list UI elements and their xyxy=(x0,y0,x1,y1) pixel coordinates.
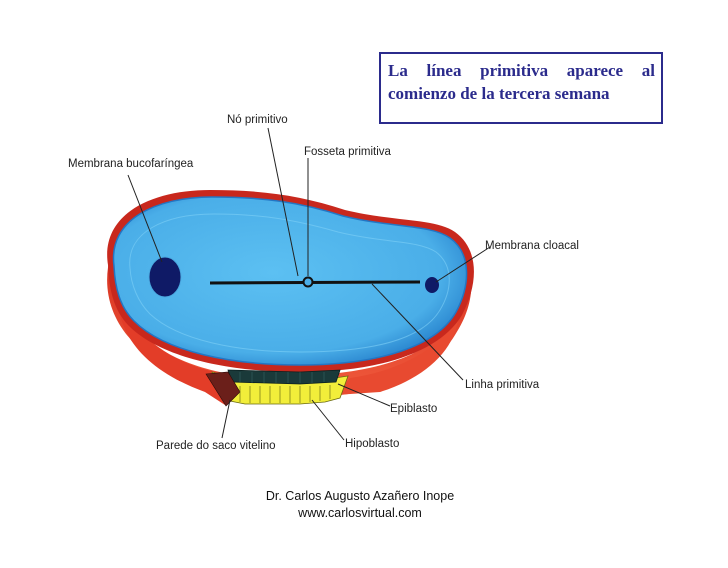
cell-texture xyxy=(239,385,331,403)
label-hipoblasto: Hipoblasto xyxy=(345,438,400,450)
amnion-wall-right xyxy=(335,318,458,395)
leader-no-primitivo xyxy=(267,127,299,277)
leader-lines xyxy=(127,127,491,441)
leader-linha-primitiva xyxy=(371,283,464,381)
label-linha-primitiva: Linha primitiva xyxy=(465,379,540,391)
epiblast-inner-ring xyxy=(129,213,450,353)
leader-membrana-bucofaringea xyxy=(127,174,163,263)
credit-website: www.carlosvirtual.com xyxy=(298,506,422,520)
label-no-primitivo: Nó primitivo xyxy=(227,114,288,126)
title-text: La línea primitiva aparece al comienzo d… xyxy=(388,61,655,103)
label-membrana-cloacal: Membrana cloacal xyxy=(485,240,579,252)
credit-block: Dr. Carlos Augusto Azañero Inope www.car… xyxy=(230,488,490,522)
leader-hipoblasto xyxy=(311,399,345,441)
amnion-wall-lower xyxy=(118,300,225,405)
label-parede-saco-vitelino: Parede do saco vitelino xyxy=(156,440,276,452)
membrana-bucofaringea-shape xyxy=(148,256,182,298)
epiblast-section xyxy=(227,369,341,385)
no-primitivo-shape xyxy=(302,276,314,288)
leader-membrana-cloacal xyxy=(435,246,491,283)
label-fosseta-primitiva: Fosseta primitiva xyxy=(304,146,391,158)
label-membrana-bucofaringea: Membrana bucofaríngea xyxy=(68,158,194,170)
epiblast-cells xyxy=(239,372,325,383)
leader-parede-saco-vitelino xyxy=(221,399,231,439)
credit-author: Dr. Carlos Augusto Azañero Inope xyxy=(265,489,455,503)
linha-primitiva-shape xyxy=(209,280,421,285)
membrana-cloacal-shape xyxy=(425,277,439,293)
label-epiblasto: Epiblasto xyxy=(390,403,438,415)
title-box: La línea primitiva aparece al comienzo d… xyxy=(379,52,663,124)
leader-epiblasto xyxy=(337,383,391,407)
